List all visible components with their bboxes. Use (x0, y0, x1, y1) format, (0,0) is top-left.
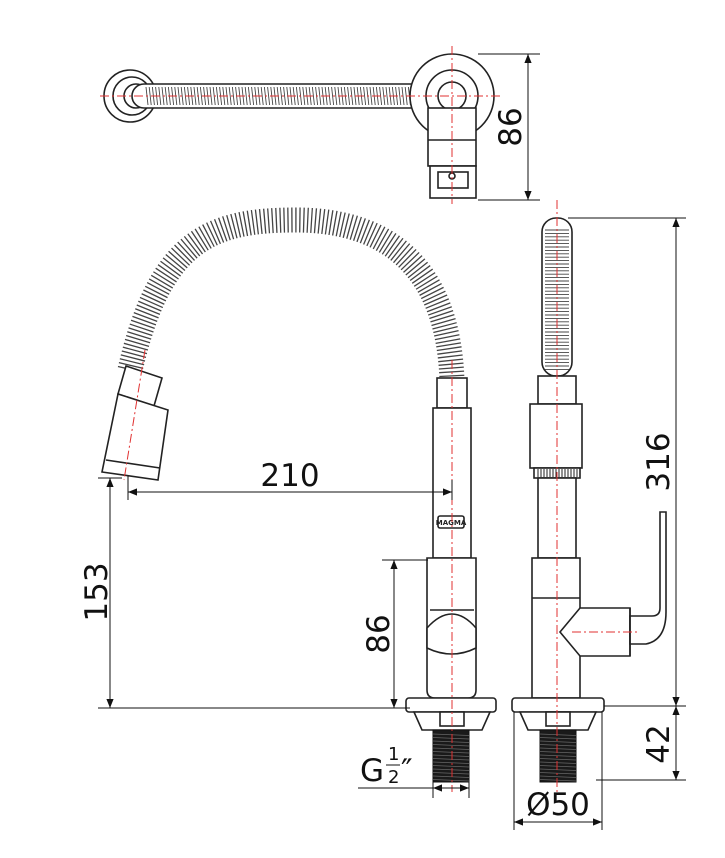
dim-shank-42: 42 (596, 706, 686, 781)
side-base (511, 697, 605, 731)
top-hose-horizontal (131, 83, 465, 109)
thread-denominator: 2 (388, 767, 399, 788)
dim-diameter-50-text: Ø50 (526, 787, 590, 823)
top-view (100, 46, 500, 204)
brand-logo: MAGMA (436, 519, 467, 527)
thread-prefix: G (360, 753, 384, 789)
dim-thread-g12: G 1 2 ″ (358, 744, 470, 798)
side-threaded-shank (539, 729, 577, 783)
dim-spout-153: 153 (79, 477, 410, 709)
dim-total-316-text: 316 (641, 432, 677, 491)
dim-total-316: 316 (568, 217, 686, 707)
front-threaded-shank (432, 729, 470, 783)
dim-diameter-50: Ø50 (513, 712, 603, 830)
dim-body-86: 86 (361, 559, 428, 708)
dim-spout-153-text: 153 (79, 562, 115, 621)
dim-shank-42-text: 42 (641, 724, 677, 763)
front-gooseneck-hose (116, 206, 466, 381)
thread-numerator: 1 (388, 744, 399, 765)
dim-top-86: 86 (478, 53, 540, 201)
dim-reach-210-text: 210 (260, 458, 319, 494)
front-spray-head (101, 349, 169, 481)
front-base (405, 697, 497, 731)
dim-body-86-text: 86 (361, 614, 397, 653)
side-view (511, 200, 667, 792)
front-view: MAGMA (101, 206, 497, 792)
thread-unit: ″ (401, 753, 413, 789)
dim-top-86-text: 86 (493, 107, 529, 146)
dim-reach-210: 210 (127, 458, 453, 500)
side-spray-head (529, 375, 583, 479)
